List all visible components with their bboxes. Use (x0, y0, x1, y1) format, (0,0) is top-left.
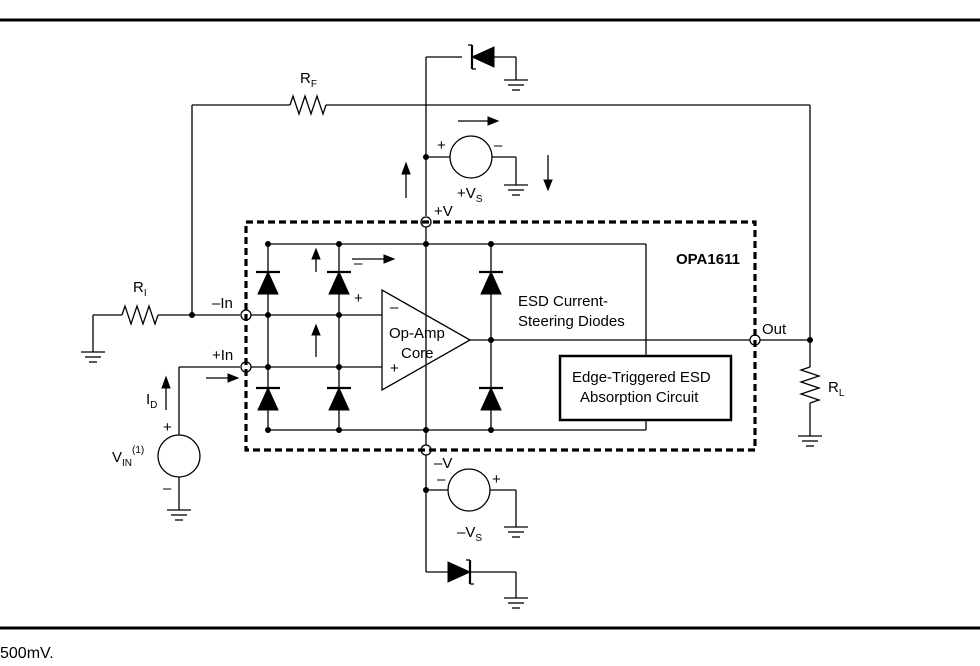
ri-label: RI (133, 279, 147, 299)
edge-label-1: Edge-Triggered ESD (572, 369, 711, 386)
vs-neg-label: –VS (457, 524, 482, 544)
vs-neg-plus: + (492, 471, 501, 488)
core-label-1: Op-Amp (389, 325, 445, 342)
vs-pos-minus: – (494, 137, 503, 154)
esd-diode-array (251, 227, 813, 445)
positive-supply-network (401, 44, 553, 228)
in-pos-label: +In (212, 347, 233, 364)
pos-rail-label: +V (434, 203, 453, 220)
diode-minus: – (354, 255, 363, 272)
vin-minus: – (163, 480, 172, 497)
vs-pos-label: +VS (457, 185, 483, 205)
core-plus: + (390, 360, 399, 377)
out-label: Out (762, 321, 787, 338)
input-source (157, 361, 252, 521)
op-amp-core (381, 288, 472, 392)
chip-boundary (244, 220, 757, 452)
vs-neg-minus: – (437, 471, 446, 488)
in-neg-label: –In (212, 295, 233, 312)
edge-triggered-box (558, 354, 733, 422)
vs-pos-plus: + (437, 137, 446, 154)
core-minus: – (390, 299, 399, 316)
vin-label: VIN(1) (112, 445, 144, 469)
core-label-2: Core (401, 345, 434, 362)
negative-supply-network (420, 444, 528, 609)
neg-rail-label: –V (434, 455, 452, 472)
diode-plus: + (354, 290, 363, 307)
id-label: ID (146, 391, 157, 411)
edge-label-2: Absorption Circuit (580, 389, 699, 406)
esd-label-1: ESD Current- (518, 293, 608, 310)
chip-name: OPA1611 (676, 251, 740, 268)
rl-label: RL (828, 379, 845, 399)
output-network (470, 334, 822, 447)
feedback-network (191, 93, 811, 367)
vin-plus: + (163, 419, 172, 436)
footnote-text: 500mV. (0, 645, 54, 662)
esd-label-2: Steering Diodes (518, 313, 625, 330)
rf-label: RF (300, 70, 317, 90)
